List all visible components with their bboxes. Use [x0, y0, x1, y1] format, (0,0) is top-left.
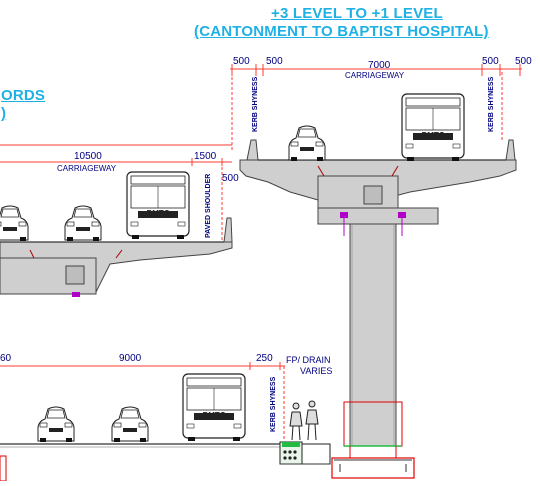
upper-kerb-shyness-left: KERB SHYNESS — [252, 76, 259, 132]
bus-ground — [182, 373, 246, 442]
bus-upper-deck — [401, 93, 465, 162]
middle-deck — [0, 217, 233, 297]
varies-label: VARIES — [300, 366, 333, 376]
bus-plate-middle: BMTC — [146, 209, 169, 218]
car-ground-2 — [111, 406, 149, 443]
dim-upper-shoulder-left: 500 — [266, 56, 283, 67]
section-title-line2: (CANTONMENT TO BAPTIST HOSPITAL) — [194, 23, 489, 40]
pedestrian-figures — [289, 400, 319, 441]
car-upper-deck — [288, 125, 326, 162]
dim-middle-carriageway: 10500 — [74, 151, 102, 162]
car-ground-1 — [37, 406, 75, 443]
dim-middle-kerb: 500 — [222, 173, 239, 184]
middle-carriageway-label: CARRIAGEWAY — [57, 164, 117, 173]
bus-middle-deck — [126, 171, 190, 240]
dim-upper-kerb-left: 500 — [233, 56, 250, 67]
ground-kerb-shyness: KERB SHYNESS — [270, 376, 277, 432]
dim-upper-shoulder-right: 500 — [482, 56, 499, 67]
pier — [331, 223, 415, 479]
ground-level — [0, 400, 331, 482]
dim-ground-left: 60 — [0, 353, 12, 364]
section-title-line1: +3 LEVEL TO +1 LEVEL — [271, 5, 443, 22]
upper-carriageway-label: CARRIAGEWAY — [345, 71, 405, 80]
car-middle-1 — [0, 205, 29, 242]
bus-plate-ground: BMTC — [202, 411, 225, 420]
upper-kerb-shyness-right: KERB SHYNESS — [488, 76, 495, 132]
left-title-fragment1: ORDS — [1, 87, 46, 104]
dimension-lines — [0, 64, 522, 440]
dim-upper-carriageway: 7000 — [368, 60, 391, 71]
dim-upper-kerb-right: 500 — [515, 56, 532, 67]
car-middle-2 — [64, 205, 102, 242]
dim-ground-carriageway: 9000 — [119, 353, 142, 364]
left-title-fragment2: ) — [1, 105, 7, 122]
dim-ground-kerb: 250 — [256, 353, 273, 364]
paved-shoulder-label: PAVED SHOULDER — [205, 173, 212, 238]
fp-drain-label: FP/ DRAIN — [286, 355, 331, 365]
bus-plate-upper: BMTC — [421, 131, 444, 140]
dim-middle-shoulder: 1500 — [194, 151, 217, 162]
upper-deck — [239, 139, 517, 236]
